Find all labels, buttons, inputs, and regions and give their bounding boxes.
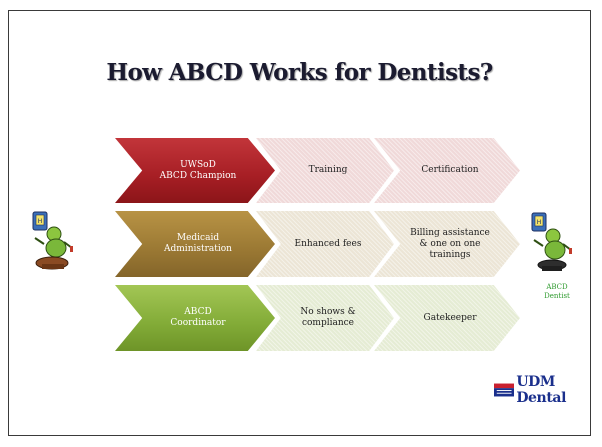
- chevron-line: Medicaid: [176, 233, 220, 243]
- chevron-line: Billing assistance: [410, 227, 490, 238]
- label-line: Dentist: [544, 292, 570, 300]
- svg-text:H: H: [537, 219, 542, 226]
- chevron-line: ABCD Champion: [159, 170, 237, 181]
- chevron-line: Training: [308, 165, 348, 175]
- dentist-left-clipart: H: [32, 211, 73, 270]
- chevron-training: Training: [256, 138, 394, 203]
- chevron-line: compliance: [301, 318, 355, 328]
- abcd-dentist-label: ABCD Dentist: [537, 283, 577, 301]
- chevron-line: trainings: [429, 249, 471, 260]
- chevron-line: No shows &: [300, 307, 356, 317]
- chevron-line: & one on one: [419, 238, 481, 249]
- slide-title: How ABCD Works for Dentists?: [106, 59, 493, 86]
- svg-text:H: H: [38, 218, 43, 225]
- label-line: ABCD: [546, 283, 568, 291]
- chevron-certification: Certification: [374, 138, 520, 203]
- udm-dental-logo: UDM Dental: [494, 374, 602, 406]
- chevron-enhanced-fees: Enhanced fees: [256, 211, 394, 277]
- chevron-line: Gatekeeper: [423, 312, 477, 323]
- chevron-line: UWSoD: [180, 159, 216, 170]
- chevron-line: Coordinator: [170, 318, 226, 328]
- chevron-line: Certification: [421, 165, 479, 175]
- udm-flag-icon: [494, 383, 515, 397]
- chevron-line: ABCD: [184, 307, 212, 317]
- chevron-line: Administration: [164, 244, 232, 254]
- dentist-right-clipart: H: [531, 212, 572, 271]
- chevron-line: Enhanced fees: [294, 238, 362, 249]
- logo-text: UDM Dental: [516, 374, 566, 406]
